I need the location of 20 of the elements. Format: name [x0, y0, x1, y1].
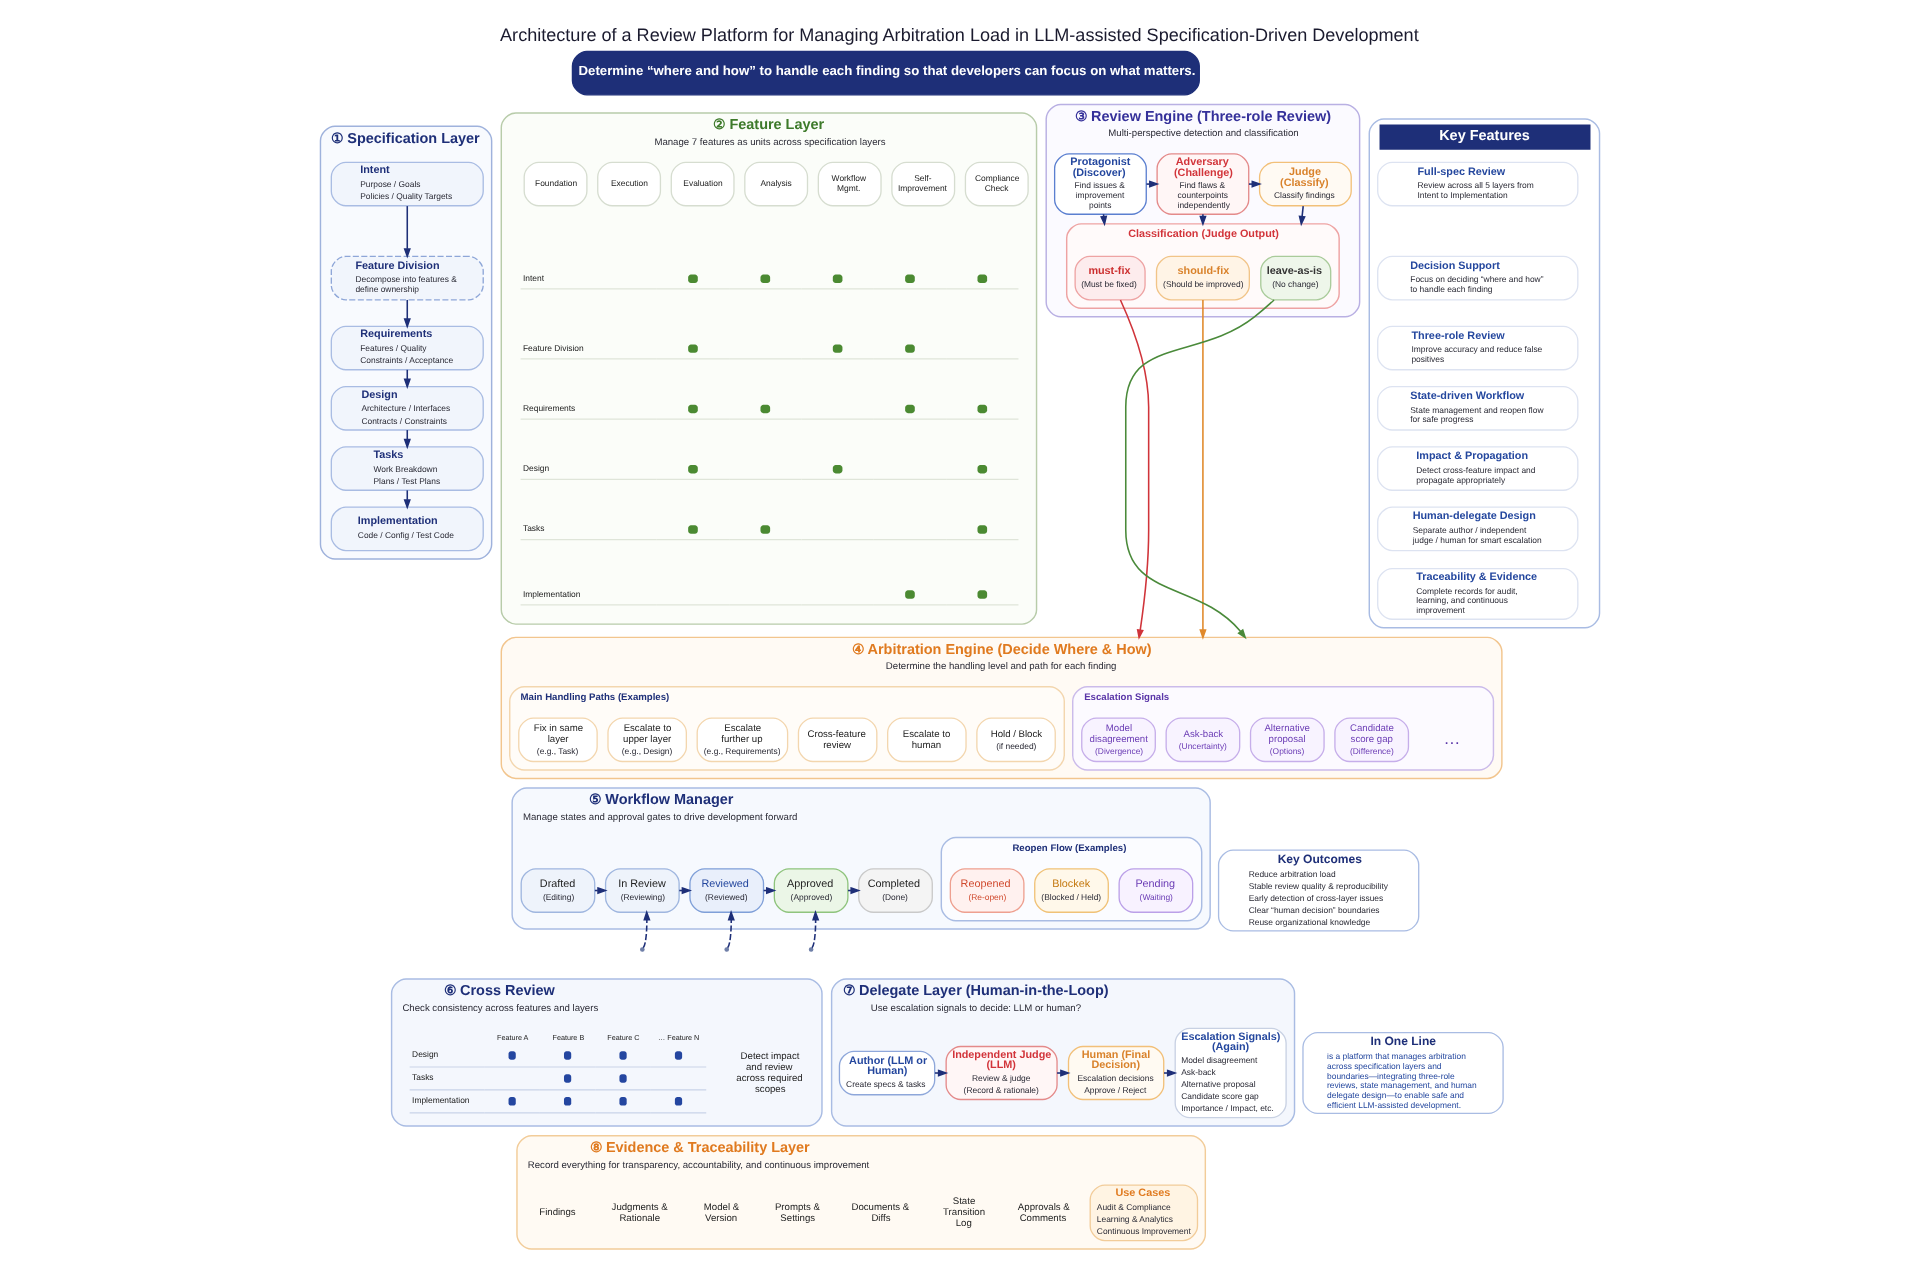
arrow [811, 910, 820, 949]
arrow [1124, 299, 1275, 640]
diagram-title: Architecture of a Review Platform for Managing Arbitration Load in LLM-assisted Specification-Driven Development [500, 24, 1419, 45]
arrow [1119, 299, 1150, 640]
arrow [642, 910, 651, 949]
arrow [1199, 299, 1207, 640]
arrow [726, 910, 735, 949]
arrow [1056, 1069, 1071, 1077]
arrow [1248, 180, 1262, 188]
arrow [1145, 180, 1160, 188]
arrow [403, 299, 411, 329]
arrow [403, 489, 411, 510]
arrow [403, 205, 411, 259]
arrow [403, 369, 411, 389]
label: … [1443, 728, 1461, 749]
arrow [403, 429, 411, 450]
arrow [1199, 213, 1207, 227]
arrow [1163, 1069, 1178, 1077]
arrow [1298, 205, 1306, 227]
arrow [934, 1069, 949, 1077]
